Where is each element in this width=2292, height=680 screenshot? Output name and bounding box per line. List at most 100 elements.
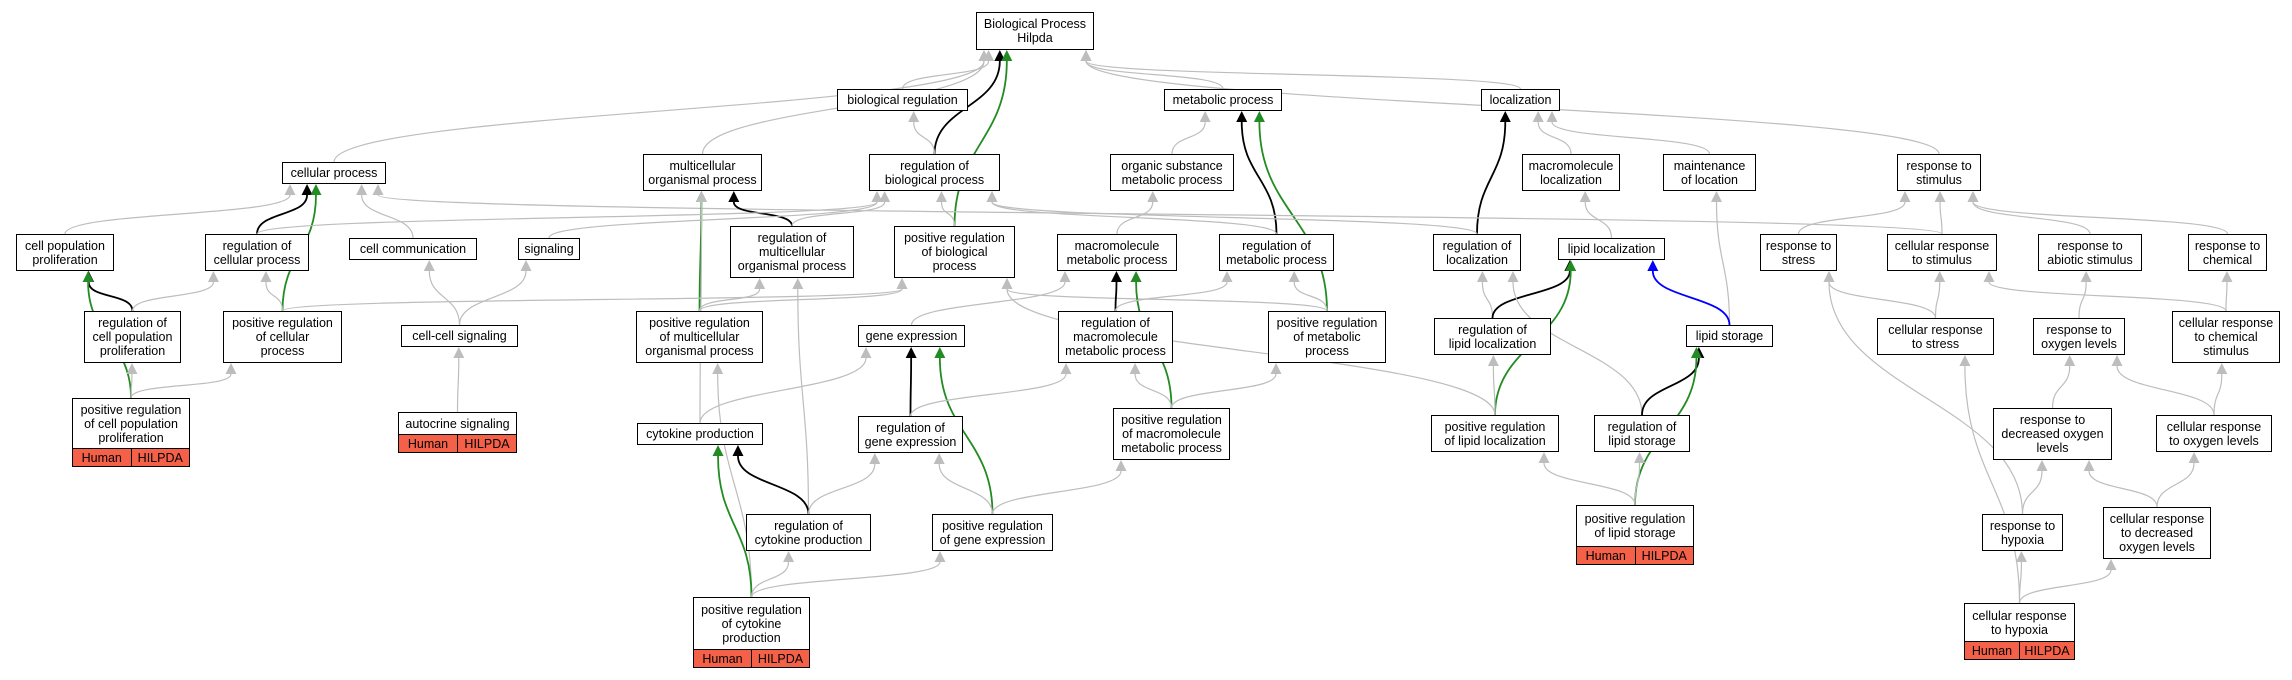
go-term-node[interactable]: cellular response to decreased oxygen le…	[2103, 507, 2211, 559]
edge-is-a	[1972, 201, 2091, 235]
arrowhead	[126, 363, 138, 374]
go-term-node[interactable]: response to stimulus	[1897, 154, 1981, 191]
edge-regulates	[87, 281, 134, 312]
go-term-node[interactable]: regulation of lipid localization	[1434, 318, 1551, 355]
edge-is-a	[1171, 121, 1206, 155]
arrowhead	[1959, 355, 1971, 366]
go-term-node[interactable]: multicellular organismal process	[643, 154, 762, 191]
arrowhead	[2080, 271, 2092, 282]
edge-is-a	[1006, 288, 1496, 416]
species-label: Human	[1577, 547, 1635, 564]
edge-is-a	[1828, 281, 2024, 515]
arrowhead	[1983, 271, 1995, 282]
arrowhead	[896, 278, 908, 289]
go-term-node[interactable]: positive regulation of biological proces…	[894, 226, 1015, 278]
arrowhead	[934, 347, 946, 358]
go-term-node[interactable]: regulation of localization	[1433, 234, 1521, 271]
arrowhead	[1647, 260, 1659, 271]
go-term-node[interactable]: metabolic process	[1164, 89, 1282, 111]
go-term-node[interactable]: cellular response to chemical stimulus	[2172, 311, 2280, 363]
edge-is-a	[1828, 281, 1937, 319]
go-term-node[interactable]: cytokine production	[637, 423, 763, 445]
edge-is-a	[1715, 201, 1731, 326]
edge-is-a	[256, 201, 878, 235]
arrowhead	[1199, 111, 1211, 122]
go-term-node[interactable]: biological regulation	[837, 89, 968, 111]
edge-part-of	[1651, 270, 1731, 326]
edge-is-a	[791, 201, 886, 227]
arrowhead	[1221, 271, 1233, 282]
go-term-node[interactable]: positive regulation of cytokine producti…	[693, 597, 810, 650]
go-term-node[interactable]: regulation of macromolecule metabolic pr…	[1058, 311, 1173, 363]
edge-is-a	[1543, 462, 1636, 506]
edge-regulates	[1491, 270, 1571, 319]
go-term-node[interactable]: lipid localization	[1558, 238, 1665, 260]
edge-is-a	[377, 194, 1943, 235]
edge-is-a	[131, 281, 215, 312]
edge-regulates	[1114, 281, 1118, 312]
go-term-node[interactable]: cell communication	[349, 238, 477, 260]
go-term-node[interactable]: cellular response to hypoxia	[1964, 603, 2075, 642]
go-term-node[interactable]: regulation of lipid storage	[1594, 415, 1690, 452]
go-term-node[interactable]: positive regulation of cellular process	[223, 311, 342, 363]
arrowhead	[879, 191, 891, 202]
go-term-node[interactable]: positive regulation of metabolic process	[1268, 311, 1386, 363]
go-term-node[interactable]: macromolecule metabolic process	[1057, 234, 1177, 271]
arrowhead	[732, 445, 744, 456]
edge-is-a	[2088, 470, 2158, 508]
arrowhead	[908, 111, 920, 122]
go-term-node[interactable]: positive regulation of lipid storage	[1576, 505, 1694, 547]
go-term-node[interactable]: gene expression	[858, 325, 965, 347]
edge-regulates	[909, 357, 913, 417]
go-term-node[interactable]: autocrine signaling	[398, 412, 517, 435]
go-term-node[interactable]: response to oxygen levels	[2033, 318, 2125, 355]
go-term-node[interactable]: cell population proliferation	[16, 234, 114, 271]
arrowhead	[934, 551, 946, 562]
edge-is-a	[913, 121, 936, 155]
go-term-node[interactable]: cellular response to stress	[1877, 318, 1994, 355]
go-term-node[interactable]: regulation of gene expression	[858, 416, 963, 453]
go-term-node[interactable]: response to abiotic stimulus	[2038, 234, 2142, 271]
go-term-node[interactable]: organic substance metabolic process	[1110, 154, 1234, 191]
arrowhead	[1476, 271, 1488, 282]
edge-is-a	[456, 357, 460, 413]
edge-is-a	[1939, 201, 1943, 235]
go-term-node[interactable]: positive regulation of macromolecule met…	[1113, 408, 1230, 460]
go-term-node[interactable]: response to decreased oxygen levels	[1993, 408, 2112, 460]
edge-is-a	[1512, 281, 1643, 416]
arrowhead	[2216, 363, 2228, 374]
go-term-node[interactable]: response to stress	[1760, 234, 1837, 271]
go-term-node[interactable]: response to chemical	[2188, 234, 2267, 271]
go-term-node[interactable]: localization	[1481, 89, 1560, 111]
arrowhead	[207, 271, 219, 282]
go-term-node[interactable]: positive regulation of lipid localizatio…	[1431, 415, 1559, 452]
go-term-node[interactable]: response to hypoxia	[1982, 514, 2063, 551]
arrowhead	[2083, 460, 2095, 471]
go-term-node[interactable]: cellular response to stimulus	[1887, 234, 1997, 271]
go-term-node[interactable]: cellular response to oxygen levels	[2156, 415, 2272, 452]
go-term-node[interactable]: regulation of cytokine production	[746, 514, 871, 551]
go-term-node[interactable]: positive regulation of multicellular org…	[636, 311, 763, 363]
go-term-node[interactable]: cell-cell signaling	[401, 325, 518, 347]
arrowhead	[225, 363, 237, 374]
go-term-node[interactable]: regulation of multicellular organismal p…	[730, 226, 854, 278]
go-term-node[interactable]: cellular process	[282, 162, 386, 184]
go-term-node[interactable]: positive regulation of cell population p…	[72, 398, 190, 449]
edge-is-a	[1972, 201, 2229, 235]
go-term-node[interactable]: positive regulation of gene expression	[932, 514, 1053, 551]
edge-is-a	[265, 281, 284, 312]
go-term-node[interactable]: regulation of metabolic process	[1219, 234, 1334, 271]
go-term-node[interactable]: signaling	[518, 238, 580, 260]
go-term-node[interactable]: macromolecule localization	[1522, 154, 1620, 191]
go-term-node[interactable]: regulation of cell population proliferat…	[84, 311, 181, 363]
go-term-node[interactable]: lipid storage	[1686, 325, 1773, 347]
go-term-node[interactable]: Biological Process Hilpda	[976, 12, 1094, 50]
arrowhead	[301, 184, 313, 195]
go-term-node[interactable]: regulation of biological process	[869, 154, 1000, 191]
go-term-node[interactable]: maintenance of location	[1663, 154, 1756, 191]
edge-is-a	[1492, 365, 1496, 416]
go-term-node[interactable]: regulation of cellular process	[205, 234, 309, 271]
edge-is-a	[1988, 281, 2227, 312]
arrowhead	[1565, 260, 1577, 271]
